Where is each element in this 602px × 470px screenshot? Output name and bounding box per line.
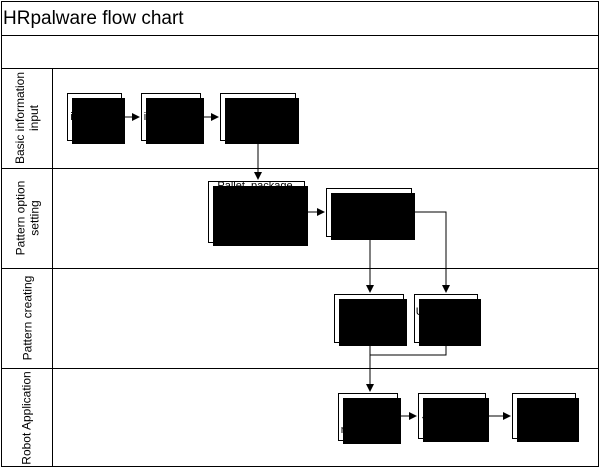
title-divider (1, 35, 599, 36)
node-information-selection: Pallet, package, and slip sheet informat… (208, 180, 308, 246)
node-user-pattern-creating: User pattern creating (414, 294, 481, 346)
node-application: Application (512, 393, 579, 442)
lane-divider-3 (1, 368, 599, 369)
arrow-option-to-user (412, 211, 450, 293)
node-pallet-information-input: Pallet informatio n input (67, 93, 125, 144)
node-pattern-option-setting: Pattern creating option setting (326, 188, 415, 240)
lane-divider-1 (1, 168, 599, 169)
header-divider (1, 68, 599, 69)
node-job-creating: Job creating (418, 393, 489, 442)
node-register-number-registration: Register number registration (338, 393, 401, 444)
lane-label-divider (52, 68, 53, 467)
node-slip-sheet-information: Slip sheet information (220, 93, 299, 144)
node-auto-pattern-creating: Auto pattern creating (334, 294, 407, 346)
page-title: HRpalware flow chart (3, 8, 184, 29)
line-user-to-join (370, 343, 447, 356)
lane-divider-2 (1, 268, 599, 269)
node-package-information-input: Package information input (141, 93, 204, 144)
